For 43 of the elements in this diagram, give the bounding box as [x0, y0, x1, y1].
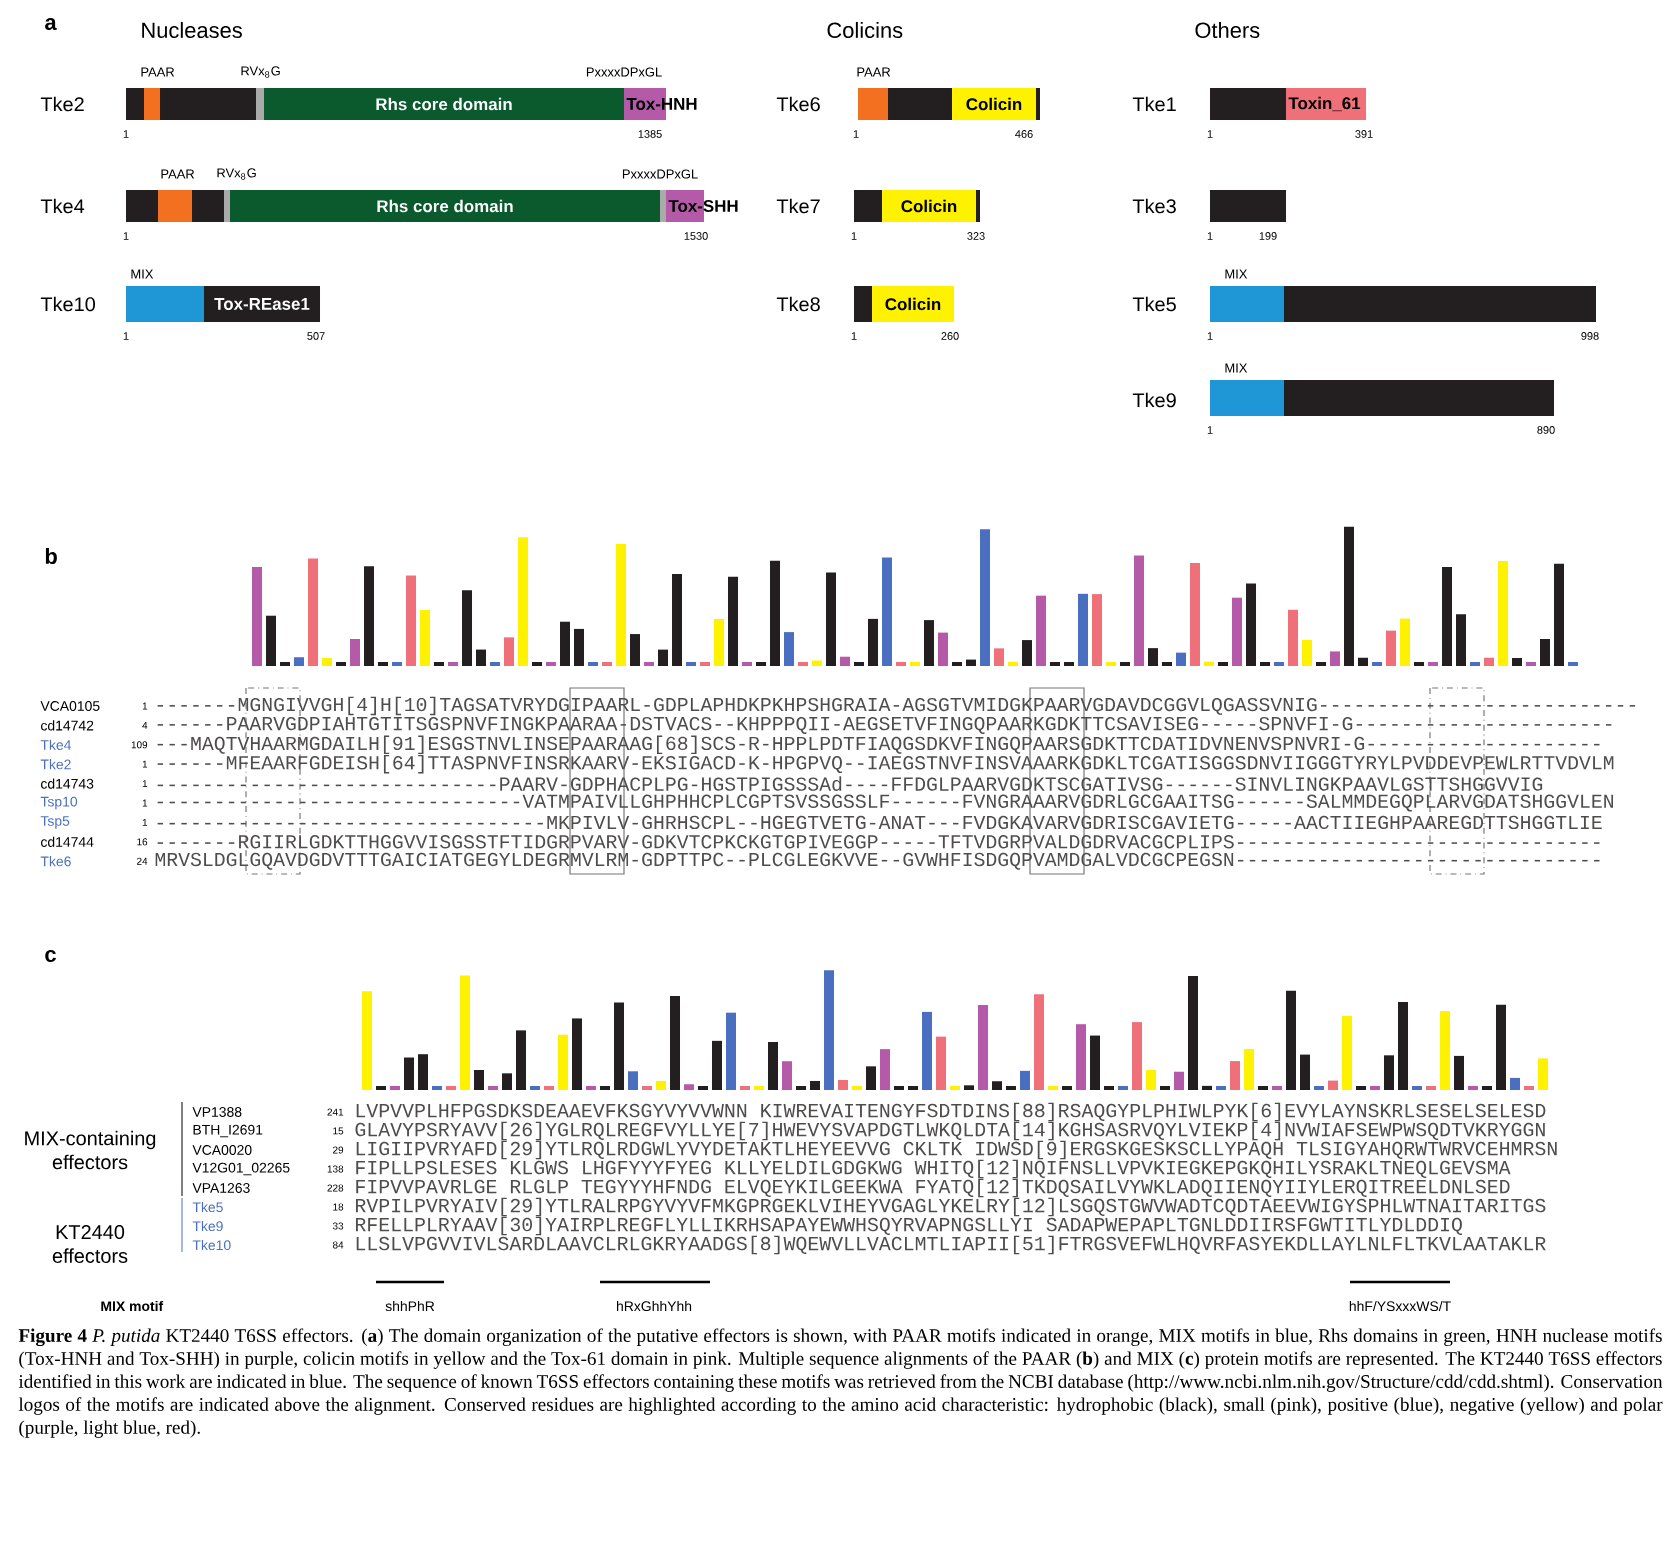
sequence-row: ---MAQTVHAARMGDAILH[91]ESGSTNVLINSEPAARAAG[68]SCS-R-HPPLPDTFIAQGSDKVFINGQPAARSGDKTTCDATIDVNENVSPNVRI-G--------------------	[157, 735, 1600, 754]
protein-name: Tke1	[1132, 96, 1176, 112]
domain-box: Rhs core domain	[264, 88, 624, 120]
domain-box: Rhs core domain	[230, 190, 660, 222]
sequence-row: LLSLVPGVVIVLSARDLAAVCLRLGKRYAADGS[8]WQEWVLLVACLMTLIAPII[51]FTRGSVEFWLHQVRFASYEKDLLAYLNLFLTKVLAATAKLR	[356, 1235, 1546, 1255]
sequence-row: RFELLPLRYAAV[30]YAIRPLREGFLYLLIKRHSAPAYEWWHSQYRVAPNGSLLYI SADAPWEPAPLTGNLDDIIRSFGWTITLYDLDDIQ	[355, 1216, 1462, 1236]
panel-letter: a	[45, 18, 57, 30]
caption: Figure 4 P. putida KT2440 T6SS effectors. (a) The domain organization of the putative effectors is shown, with PAAR motifs indicated in orange, MIX motifs in blue, Rhs domains in green, HNH nuclease motifs (Tox-HNH and Tox-SHH) in purple, colicin motifs in yellow and the Tox-61 domain in pink. Multiple sequence alignments of the PAAR (b) and MIX (c) protein motifs are represented. The KT2440 T6SS effectors identified in this work are indicated in blue. The sequence of known T6SS effectors containing these motifs was retrieved from the NCBI database (http://www.ncbi.nlm.nih.gov/Structure/cdd/cdd.shtml). Conservation logos of the motifs are indicated above the alignment. Conserved residues are highlighted according to the amino acid characteristic: hydrophobic (black), small (pink), positive (blue), negative (yellow) and polar (purple, light blue, red).	[18, 1328, 1663, 1438]
sequence-row: GLAVYPSRYAVV[26]YGLRQLREGFVYLLYE[7]HWEVYSVAPDGTLWKQLDTA[14]KGHSASRVQYLVIEKP[4]NVWIAFSEWPWSQDTVKRYGGN	[355, 1121, 1545, 1141]
protein-name: Tke9	[1132, 392, 1176, 408]
sequence-row: -------RGIIRLGDKTTHGGVVISGSSTFTIDGRPVARV-GDKVTCPKCKGTGPIVEGGP-----TFTVDGRPVALDGDRVACGCPLIPS-------------------------------	[157, 835, 1600, 849]
protein-name: Tke5	[1132, 296, 1176, 312]
panel-letter: c	[45, 950, 56, 962]
panel-letter: b	[45, 547, 57, 565]
protein-name: Tke2	[40, 96, 84, 112]
domain-box: Colicin	[872, 286, 954, 322]
sequence-row: -------------------------------VATMPAIVLLGHPHHCPLCGPTSVSSGSSLF------FVNGRAAARVGDRLGCGAAITSG------SALMMDEGQPLARVGDATSHGGVLEN	[157, 794, 1613, 812]
protein-name: Tke4	[40, 198, 85, 214]
domain-box: Toxin_61	[1286, 88, 1366, 120]
group-label: MIX-containing effectors	[25, 1130, 156, 1170]
group-heading: Others	[1195, 21, 1260, 39]
sequence-row: ---------------------------------MKPIVLV-GHRHSCPL--HGEGTVETG-ANAT---FVDGKAVARVGDRISCGAVIETG-----AACTIIEGHPAAREGDTTSHGGTLIE	[157, 815, 1602, 830]
sequence-row: ------PAARVGDPIAHTGTITSGSPNVFINGKPAARAA-DSTVACS--KHPPPQII-AEGSETVFINGQPAARKGDKTTCSAVISEG-----SPNVFI-G----------------------	[157, 716, 1612, 734]
protein-name: Tke10	[40, 296, 95, 312]
sequence-row: LVPVVPLHFPGSDKSDEAAEVFKSGYVYVVWNN KIWREVAITENGYFSDTDINS[88]RSAQGYPLPHIWLPYK[6]EVYLAYNSKRLSESELSELESD	[356, 1102, 1546, 1122]
group-heading: Colicins	[827, 21, 903, 39]
protein-name: Tke8	[776, 296, 820, 312]
domain-box: Colicin	[952, 88, 1036, 120]
sequence-row: ------MFEAARFGDEISH[64]TTASPNVFINSRKAARV-EKSIGACD-K-HPGPVQ--IAEGSTNVFINSVAAARKGDKLTCGATISGGSDNVIIGGGTYRYLPVDDEVPEWLRTTVDVLM	[157, 754, 1614, 774]
sequence-row: LIGIIPVRYAFD[29]YTLRQLRDGWLYVYDETAKTLHEYEEVVG CKLTK IDWSD[9]ERGSKGESKSCLLYPAQH TLSIGYAHQRWTWRVCEHMRSN	[356, 1140, 1557, 1160]
sequence-row: FIPLLPSLESES KLGWS LHGFYYYFYEG KLLYELDILGDGKWG WHITQ[12]NQIFNSLLVPVKIEGKEPGKQHILYSRAKLTNEQLGEVSMA	[356, 1159, 1511, 1179]
protein-name: Tke3	[1132, 198, 1176, 214]
sequence-row: -------MGNGIVVGH[4]H[10]TAGSATVRYDGIPAARL-GDPLAPHDKPKHPSHGRAIA-AGSGTVMIDGKPAARVGDAVDCGGVLQGASSVNIG---------------------------	[157, 696, 1636, 716]
domain-box: Tox-REase1	[204, 286, 320, 322]
group-label: KT2440 effectors	[52, 1225, 128, 1263]
protein-name: Tke7	[776, 198, 820, 214]
group-heading: Nucleases	[142, 21, 242, 39]
domain-box: Colicin	[882, 190, 976, 222]
protein-name: Tke6	[776, 96, 820, 112]
sequence-row: -----------------------------PAARV-GDPHACPLPG-HGSTPIGSSSAd----FFDGLPAARVGDKTSCGATIVSG------SINVLINGKPAAVLGSTTSHGGVVIG	[157, 776, 1543, 791]
sequence-row: MRVSLDGLGQAVDGDVTTTGAICIATGEGYLDEGRMVLRM-GDPTTPC--PLCGLEGKVVE--GVWHFISDGQPVAMDGALVDCGCPEGSN-------------------------------	[155, 852, 1600, 870]
sequence-row: RVPILPVRYAIV[29]YTLRALRPGYVYVFMKGPRGEKLVIHEYVGAGLYKELRY[12]LSGQSTGWVWADTCQDTAEEVWIGYSPHLWTNAITARITGS	[355, 1197, 1546, 1217]
sequence-row: FIPVVPAVRLGE RLGLP TEGYYYHFNDG ELVQEYKILGEEKWA FYATQ[12]TKDQSAILVYWKLADQIIENQYIIYLERQITREELDNLSED	[356, 1178, 1510, 1198]
